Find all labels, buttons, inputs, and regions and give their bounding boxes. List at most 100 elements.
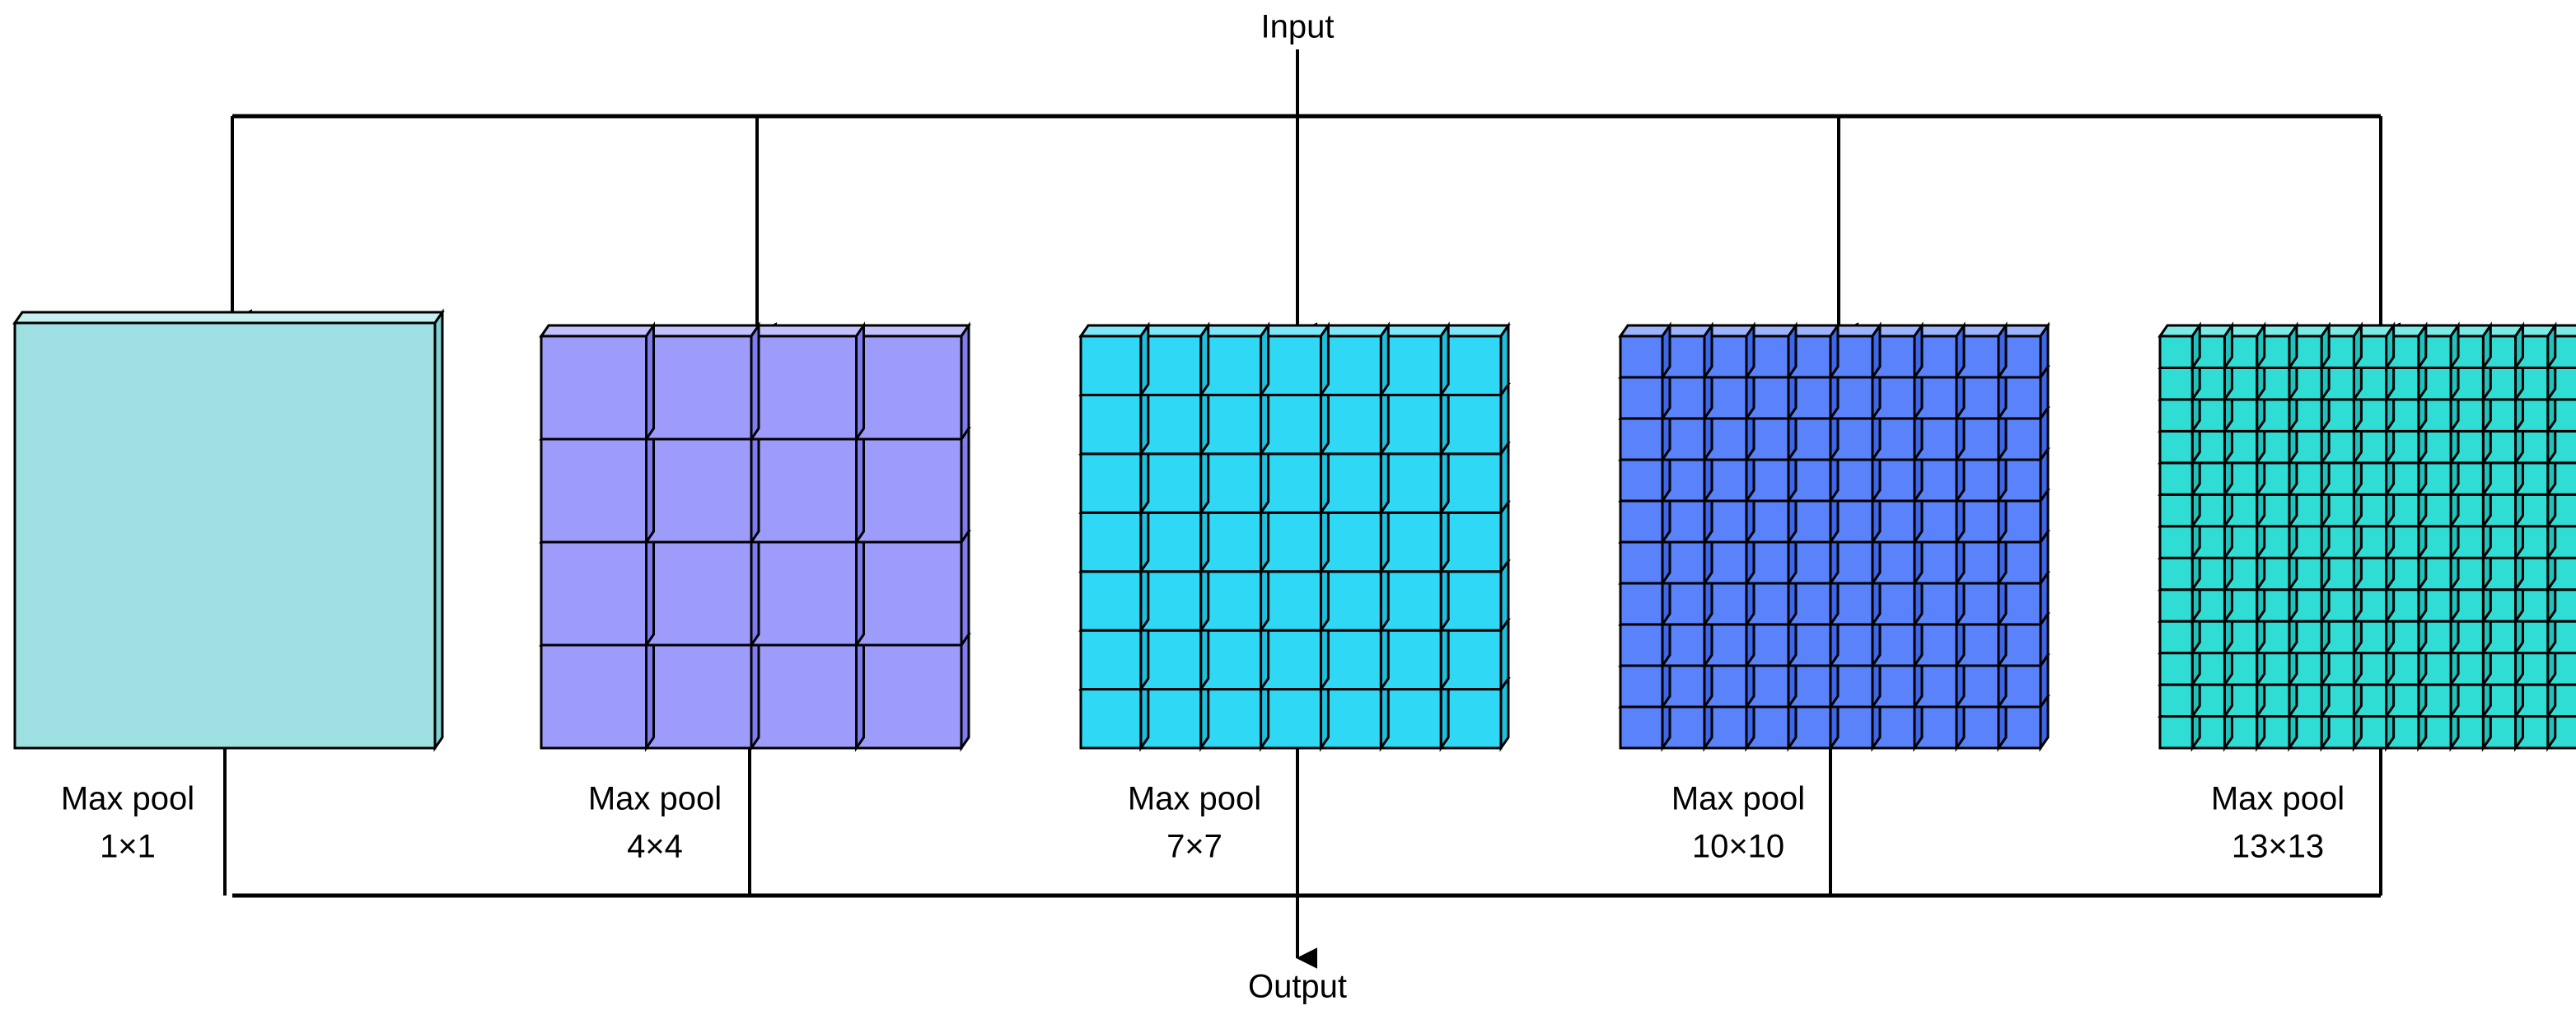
pool-cell-top-face bbox=[1438, 324, 1511, 338]
pool-cell-front-face bbox=[1199, 629, 1263, 691]
pool-cell-front-face bbox=[1139, 452, 1203, 514]
pool-cell bbox=[2415, 701, 2461, 752]
pool-cell-front-face bbox=[855, 334, 963, 441]
pool-cell-front-face bbox=[750, 540, 858, 647]
pool-cell-top-face bbox=[1258, 324, 1331, 338]
pool-cell-front-face bbox=[2158, 620, 2194, 655]
pool-cell-front-face bbox=[1079, 688, 1143, 750]
input-label: Input bbox=[1261, 9, 1335, 45]
pool-cell bbox=[749, 527, 867, 649]
pool-cell bbox=[1378, 321, 1452, 400]
pooling-block-10x10 bbox=[1618, 321, 2050, 752]
pool-label-size-1: 1×1 bbox=[100, 829, 156, 865]
pool-cell-front-face bbox=[1260, 334, 1322, 396]
pool-cell-front-face bbox=[1319, 629, 1382, 691]
pool-cell-front-face bbox=[645, 437, 753, 544]
pool-cell-front-face bbox=[1319, 452, 1382, 514]
pool-cell-front-face bbox=[540, 334, 648, 441]
pool-cell-front-face bbox=[2158, 525, 2194, 559]
pool-cell-front-face bbox=[1199, 688, 1263, 750]
wiring-layer bbox=[223, 49, 2401, 969]
pool-cell-front-face bbox=[1260, 452, 1322, 514]
pool-cell-front-face bbox=[2158, 429, 2194, 465]
pool-cell bbox=[1078, 321, 1151, 400]
pool-cell-front-face bbox=[1260, 570, 1322, 632]
pool-cell-front-face bbox=[1319, 334, 1382, 396]
pool-cell-front-face bbox=[1199, 570, 1263, 632]
pool-cell bbox=[1912, 321, 1966, 381]
pool-cell-top-face bbox=[12, 311, 445, 325]
pool-cell-front-face bbox=[1619, 417, 1664, 461]
pool-cell-front-face bbox=[1079, 452, 1143, 514]
pool-cell-front-face bbox=[1379, 452, 1442, 514]
pool-cell-front-face bbox=[645, 540, 753, 647]
pool-cell-front-face bbox=[1079, 629, 1143, 691]
pool-cell-front-face bbox=[855, 437, 963, 544]
pool-cell-front-face bbox=[1619, 623, 1664, 667]
pool-cell-top-face bbox=[853, 324, 971, 338]
pool-cell-top-face bbox=[643, 324, 761, 338]
pool-cell-top-face bbox=[1198, 324, 1271, 338]
pool-cell-front-face bbox=[1139, 334, 1203, 396]
pooling-blocks-layer bbox=[12, 308, 2576, 752]
pool-cell-front-face bbox=[2158, 493, 2194, 528]
pool-cell-front-face bbox=[1199, 334, 1263, 396]
pool-cell-front-face bbox=[1319, 570, 1382, 632]
pool-cell-front-face bbox=[1619, 499, 1664, 544]
pool-cell-front-face bbox=[750, 334, 858, 441]
pool-cell-top-face bbox=[1078, 324, 1151, 338]
pool-cell-front-face bbox=[2158, 652, 2194, 686]
pool-label-title-3: Max pool bbox=[1128, 781, 1261, 817]
pool-cell-front-face bbox=[1619, 664, 1664, 709]
pool-label-size-3: 7×7 bbox=[1166, 829, 1223, 865]
pool-cell bbox=[1258, 321, 1331, 400]
pool-cell bbox=[1786, 321, 1840, 381]
pool-cell bbox=[539, 321, 657, 443]
pool-cell bbox=[643, 321, 761, 443]
pool-cell-front-face bbox=[1139, 688, 1203, 750]
pool-cell bbox=[539, 424, 657, 546]
pool-cell bbox=[2158, 321, 2203, 372]
pool-cell-top-face bbox=[539, 324, 657, 338]
pool-cell bbox=[1318, 321, 1391, 400]
pool-cell-front-face bbox=[1439, 688, 1503, 750]
pool-cell-front-face bbox=[1319, 688, 1382, 750]
pool-cell bbox=[1438, 321, 1511, 400]
pooling-block-7x7 bbox=[1078, 321, 1511, 752]
pool-cell-front-face bbox=[1199, 511, 1263, 573]
pool-cell bbox=[539, 527, 657, 649]
pool-cell-front-face bbox=[1619, 458, 1664, 503]
pool-cell-front-face bbox=[1139, 393, 1203, 456]
pool-cell-front-face bbox=[855, 540, 963, 647]
pool-label-title-1: Max pool bbox=[61, 781, 194, 817]
pool-cell-front-face bbox=[1139, 570, 1203, 632]
pool-cell-front-face bbox=[13, 321, 437, 750]
pool-cell-top-face bbox=[1378, 324, 1452, 338]
pool-cell-front-face bbox=[1199, 393, 1263, 456]
pool-cell-front-face bbox=[855, 643, 963, 750]
pool-cell-front-face bbox=[1439, 570, 1503, 632]
pool-cell-front-face bbox=[1139, 629, 1203, 691]
pool-cell-front-face bbox=[1379, 334, 1442, 396]
pool-cell-front-face bbox=[1139, 511, 1203, 573]
pool-cell-front-face bbox=[1079, 393, 1143, 456]
pool-cell-top-face bbox=[749, 324, 867, 338]
pool-cell-front-face bbox=[1079, 511, 1143, 573]
pool-cell-front-face bbox=[1619, 334, 1664, 379]
pool-cell bbox=[643, 630, 761, 752]
pool-cell-front-face bbox=[1619, 705, 1664, 750]
pool-cell bbox=[643, 424, 761, 546]
pool-cell bbox=[853, 630, 971, 752]
pool-cell-front-face bbox=[1199, 452, 1263, 514]
pool-cell-front-face bbox=[2158, 334, 2194, 369]
pool-cell bbox=[853, 424, 971, 546]
pool-cell-front-face bbox=[1379, 688, 1442, 750]
pool-cell-front-face bbox=[2158, 398, 2194, 433]
pool-cell bbox=[1138, 321, 1211, 400]
pool-cell-front-face bbox=[540, 437, 648, 544]
pool-cell-front-face bbox=[1260, 688, 1322, 750]
pool-cell-front-face bbox=[750, 643, 858, 750]
pool-cell-front-face bbox=[1319, 511, 1382, 573]
